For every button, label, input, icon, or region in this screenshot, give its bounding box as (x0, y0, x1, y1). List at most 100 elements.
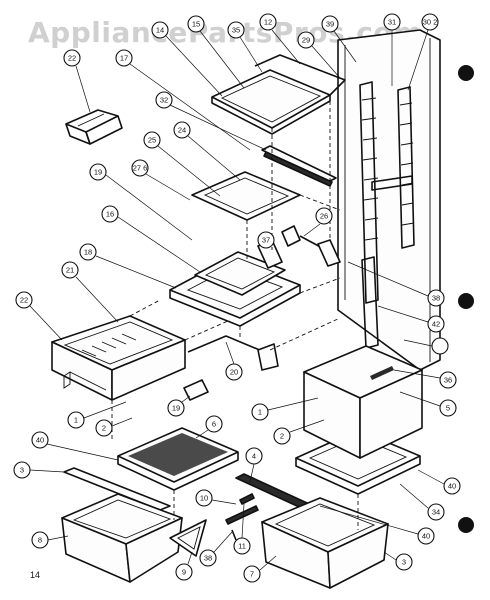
callout-30: 30 2 (407, 13, 439, 91)
callout-21: 20 (225, 341, 243, 381)
callout-22: 21 (61, 261, 119, 323)
callout-23: 22 (15, 291, 63, 341)
callout-11: 11 (233, 503, 251, 555)
callout-29: 29 (297, 31, 341, 79)
svg-text:40: 40 (422, 532, 430, 541)
callout-16: 16 (101, 205, 201, 273)
svg-text:42: 42 (432, 320, 440, 329)
svg-text:16: 16 (106, 210, 114, 219)
svg-text:6: 6 (212, 420, 216, 429)
svg-text:7: 7 (250, 570, 254, 579)
callout-18: 18 (79, 243, 177, 289)
svg-text:12: 12 (264, 18, 272, 27)
callout-24: 24 (173, 121, 241, 181)
svg-text:8: 8 (38, 536, 42, 545)
callout-3-right: 3 (383, 551, 413, 571)
callout-38: 39 (321, 15, 357, 63)
crisper-pan-8 (61, 493, 183, 583)
shelf-frame-18 (169, 251, 301, 327)
callout-20: 19 (167, 395, 191, 417)
svg-text:27 6: 27 6 (133, 164, 148, 173)
svg-text:14: 14 (156, 26, 164, 35)
callout-41: 42 (377, 305, 445, 333)
crisper-pan-7 (261, 497, 389, 589)
crisper-cover-6 (117, 427, 239, 491)
crisper-box-35 (303, 345, 423, 459)
cabinet-liner (337, 29, 441, 371)
callout-31: 31 (383, 13, 401, 86)
glass-shelf-24 (191, 171, 301, 221)
callout-8: 8 (31, 531, 69, 549)
svg-text:38: 38 (204, 554, 212, 563)
svg-text:22: 22 (20, 296, 28, 305)
callout-4: 4 (245, 447, 263, 483)
svg-text:3: 3 (20, 466, 24, 475)
callout-3-left: 3 (13, 461, 65, 479)
svg-text:30 2: 30 2 (423, 18, 438, 27)
svg-text:20: 20 (230, 368, 238, 377)
svg-text:36: 36 (444, 376, 452, 385)
callout-40-right: 40 (417, 469, 461, 495)
svg-text:15: 15 (192, 20, 200, 29)
svg-text:35: 35 (232, 26, 240, 35)
svg-text:19: 19 (94, 168, 102, 177)
svg-text:1: 1 (74, 416, 78, 425)
page-number: 14 (30, 570, 40, 580)
svg-text:31: 31 (388, 18, 396, 27)
svg-text:10: 10 (200, 494, 208, 503)
upper-glass-shelf (211, 54, 346, 135)
callout-19: 19 (89, 163, 193, 241)
callout-5: 5 (399, 391, 457, 417)
callout-2-right: 2 (273, 419, 325, 445)
svg-text:24: 24 (178, 126, 186, 135)
callout-42 (403, 337, 449, 355)
callout-25: 25 (143, 131, 221, 197)
svg-text:38: 38 (432, 294, 440, 303)
callout-26: 26 (303, 207, 333, 237)
callout-6: 6 (195, 415, 223, 439)
callout-17: 17 (115, 49, 251, 151)
svg-text:17: 17 (120, 54, 128, 63)
svg-text:37: 37 (262, 236, 270, 245)
svg-text:5: 5 (446, 404, 450, 413)
svg-text:3: 3 (402, 558, 406, 567)
svg-text:34: 34 (432, 508, 440, 517)
svg-text:32: 32 (160, 96, 168, 105)
callout-1-left: 1 (67, 401, 127, 429)
svg-text:9: 9 (182, 568, 186, 577)
callout-36: 37 (257, 231, 275, 249)
callout-34: 34 (399, 483, 445, 521)
part-32-rail (261, 145, 337, 187)
svg-text:25: 25 (148, 136, 156, 145)
svg-text:1: 1 (258, 408, 262, 417)
callout-40-bottom: 40 (319, 505, 435, 545)
callout-12: 12 (259, 13, 301, 65)
small-parts-10-11 (225, 493, 259, 541)
callout-33: 35 (227, 21, 263, 73)
support-26 (281, 225, 341, 267)
drawer-22-23 (51, 315, 186, 401)
svg-text:2: 2 (102, 424, 106, 433)
callout-27-6: 27 6 (131, 159, 191, 201)
callout-14: 14 (151, 21, 223, 97)
svg-text:19: 19 (172, 404, 180, 413)
registration-dot-middle (458, 293, 474, 309)
svg-text:26: 26 (320, 212, 328, 221)
callout-40-left: 40 (31, 431, 119, 461)
callout-7: 7 (243, 555, 277, 583)
callout-37: 38 (347, 261, 445, 307)
callout-9: 9 (175, 551, 193, 581)
rail-21 (187, 335, 279, 371)
part-28-clip (65, 109, 123, 145)
svg-text:18: 18 (84, 248, 92, 257)
callout-1-right: 1 (251, 397, 319, 421)
svg-text:40: 40 (36, 436, 44, 445)
svg-text:11: 11 (238, 542, 246, 551)
svg-text:4: 4 (252, 452, 256, 461)
svg-text:40: 40 (448, 482, 456, 491)
callout-2-left: 2 (95, 417, 133, 437)
svg-text:22: 22 (68, 54, 76, 63)
divider-9 (169, 519, 207, 557)
registration-dot-bottom (458, 517, 474, 533)
callout-10: 10 (195, 489, 237, 507)
